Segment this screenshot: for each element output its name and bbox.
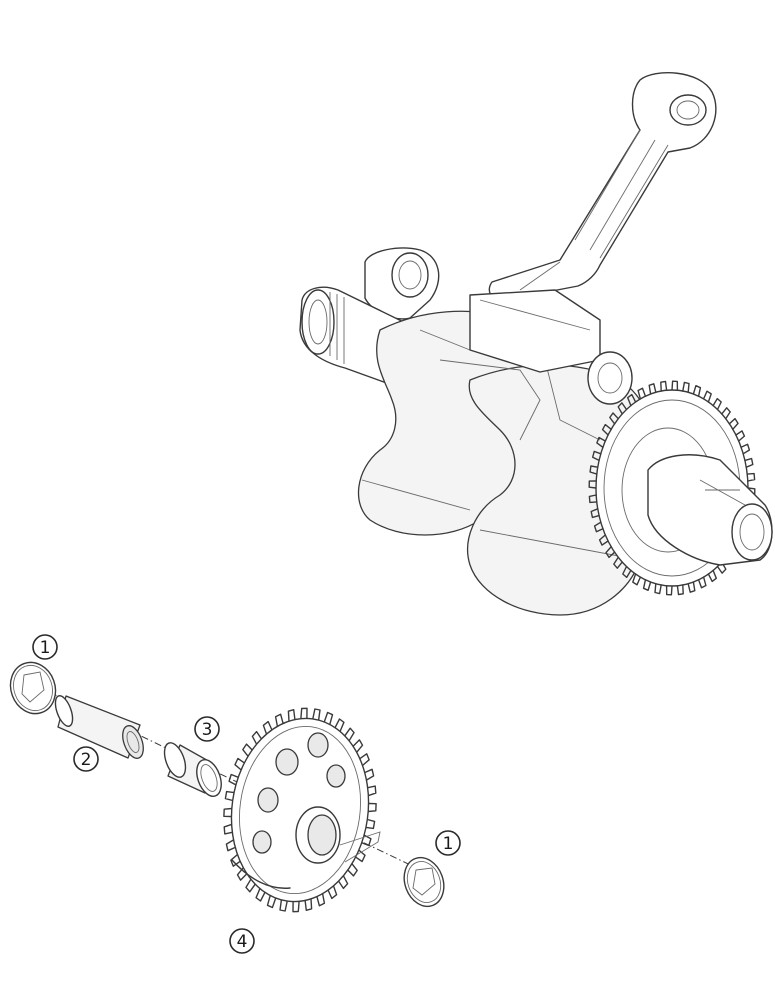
- callout-1-left: 1: [32, 634, 58, 660]
- crank-webs: [357, 289, 655, 616]
- connecting-rod: [488, 72, 717, 301]
- callout-3: 3: [194, 716, 220, 742]
- right-output-shaft: [647, 454, 773, 566]
- crank-pin-stub: [364, 247, 440, 320]
- gear-tooth-profile: [223, 707, 377, 913]
- callout-3-label: 3: [202, 720, 213, 740]
- callout-1-left-label: 1: [40, 638, 51, 658]
- callout-1-right: 1: [435, 830, 461, 856]
- balancer-gear: [223, 707, 381, 913]
- callout-1-right-label: 1: [443, 834, 454, 854]
- callout-4: 4: [229, 928, 255, 954]
- thrust-washer-right: [403, 856, 445, 908]
- shaft-pin: [54, 695, 144, 759]
- callout-2-label: 2: [81, 750, 92, 770]
- thrust-washer-left: [9, 661, 57, 715]
- crankshaft-assembly: [299, 72, 773, 616]
- callout-2: 2: [73, 746, 99, 772]
- callout-4-label: 4: [237, 932, 248, 952]
- bushing-sleeve: [163, 742, 222, 797]
